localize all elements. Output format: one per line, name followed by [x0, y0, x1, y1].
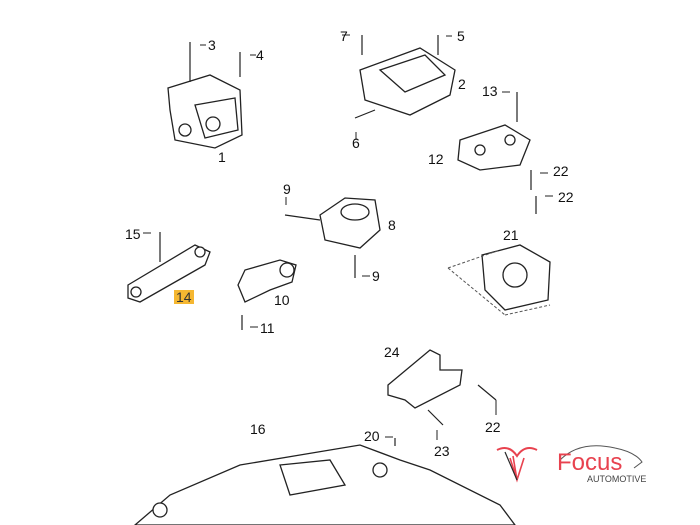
callout-23: 23: [434, 443, 450, 459]
callout-12: 12: [428, 151, 444, 167]
part-14-torque-rod: [127, 244, 211, 303]
callout-10: 10: [274, 292, 290, 308]
callout-2: 2: [458, 76, 466, 92]
part-21-mount: [447, 244, 551, 316]
callout-1: 1: [218, 149, 226, 165]
callout-11: 11: [260, 320, 275, 336]
focus-logo-mark: [496, 445, 643, 483]
part-12-bracket: [457, 124, 531, 171]
callout-24: 24: [384, 344, 400, 360]
part-1-engine-mount: [167, 74, 243, 149]
callout-5: 5: [457, 28, 465, 44]
callout-13: 13: [482, 83, 498, 99]
callout-7: 7: [340, 28, 348, 44]
callout-21: 21: [503, 227, 519, 243]
callout-6: 6: [352, 135, 360, 151]
callout-4: 4: [256, 47, 264, 63]
part-10-torque-rod: [237, 259, 297, 303]
focus-logo-text: Focus: [557, 449, 623, 476]
part-24-bracket: [387, 349, 463, 409]
callout-14-highlighted: 14: [174, 289, 194, 305]
callout-20: 20: [364, 428, 380, 444]
callout-9a: 9: [283, 181, 291, 197]
callout-22b: 22: [558, 189, 574, 205]
part-2-gearbox-mount: [359, 47, 456, 116]
callout-15: 15: [125, 226, 141, 242]
callout-16: 16: [250, 421, 266, 437]
focus-logo-subtitle: AUTOMOTIVE: [587, 474, 647, 484]
part-8-mount: [319, 197, 381, 249]
callout-3: 3: [208, 37, 216, 53]
callout-8: 8: [388, 217, 396, 233]
callout-22c: 22: [485, 419, 501, 435]
part-16-subframe: [134, 444, 516, 525]
bolts: [143, 34, 553, 446]
callout-22a: 22: [553, 163, 569, 179]
callout-9b: 9: [372, 268, 380, 284]
